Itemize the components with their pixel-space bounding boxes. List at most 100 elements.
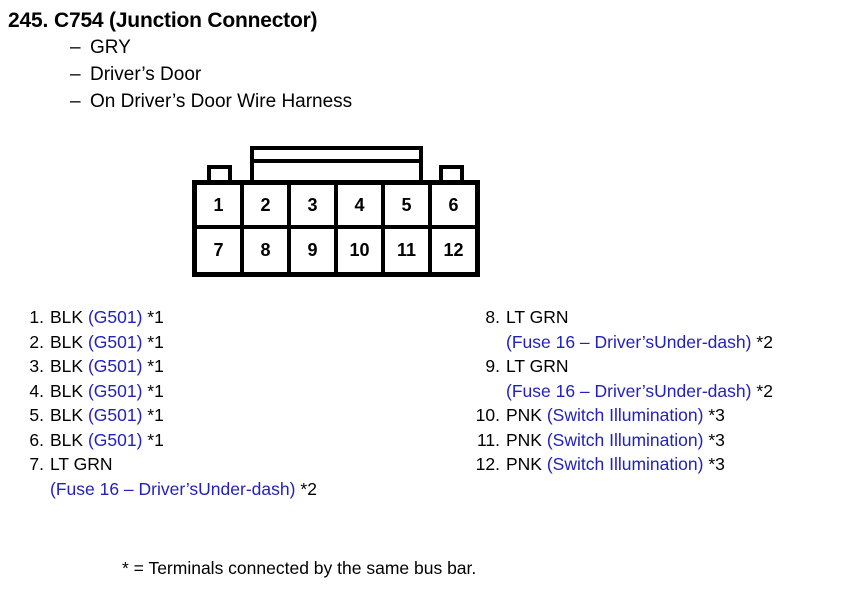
connector-latch-inner-line [254,159,419,163]
pin-cell-3: 3 [291,185,338,225]
pin-number: 4. [29,380,44,401]
pin-number: 5. [29,405,44,425]
pin-line-sub: (Fuse 16 – Driver’sUnder-dash)*2 [470,330,846,355]
wire-color: PNK [506,429,542,450]
pin-line-main: 6. BLK (G501) *1 [14,428,434,453]
pin-line-main: 7.LT GRN [14,452,434,477]
subline-text: On Driver’s Door Wire Harness [90,91,353,112]
pin-line-main: 2.BLK (G501) *1 [14,330,434,355]
wire-color: BLK [50,429,84,450]
footnote-mark: *3 [708,429,725,450]
footnote-text: * = Terminals connected by the same bus … [122,558,477,578]
footnote-mark: *3 [708,405,725,425]
circuit-ref: (Switch Illumination) [546,429,704,450]
footnote-mark: *2 [756,380,773,401]
pin-cell-6: 6 [448,194,459,215]
header-subline-color: –GRY [8,34,608,61]
wire-color: PNK [506,454,542,474]
circuit-ref: (G501) [87,331,143,352]
circuit-ref: (Fuse 16 – Driver’sUnder-dash) [506,331,752,352]
pin-number: 10. [475,405,500,425]
pin-number: 3. [29,356,44,376]
pin-cell-7: 7 [197,228,244,272]
connector-name: C754 (Junction Connector) [54,9,318,32]
circuit-ref: (G501) [87,307,143,327]
subline-text: GRY [90,37,131,58]
list-item: 1. BLK (G501) *1 [14,305,434,330]
wire-color: BLK [50,405,84,425]
wire-color: BLK [50,380,84,401]
footnote-mark: *2 [756,331,773,352]
header-subline-harness: –On Driver’s Door Wire Harness [8,88,608,115]
item-number: 245. [8,9,49,32]
pin-cell-2: 2 [244,185,291,225]
circuit-ref: (G501) [87,380,143,401]
list-item: 8. LT GRN (Fuse 16 – Driver’sUnder-dash)*… [470,305,846,354]
list-item: 11. PNK (Switch Illumination) *3 [470,428,846,453]
wire-color: BLK [50,331,84,352]
dash-glyph: – [70,91,81,112]
footnote-mark: *1 [147,356,164,376]
page-title: 245.C754 (Junction Connector) [8,8,608,34]
pin-line-main: 1. BLK (G501) *1 [14,305,434,330]
header-subline-location: –Driver’s Door [8,61,608,88]
pin-cell-11: 11 [385,228,432,272]
pin-number: 7. [29,454,44,474]
pin-number: 9. [485,356,500,376]
list-item: 9. LT GRN (Fuse 16 – Driver’sUnder-dash)*… [470,354,846,403]
footnote-mark: *1 [147,429,164,450]
subline-text: Driver’s Door [90,64,202,85]
pin-cell-9: 9 [291,228,338,272]
pin-number: 6. [29,429,44,450]
pin-cell-8: 8 [244,228,291,272]
list-item: 7.LT GRN (Fuse 16 – Driver’sUnder-dash)*… [14,452,434,501]
wire-color: LT GRN [506,307,569,327]
circuit-ref: (G501) [87,356,143,376]
pin-cell-12: 12 [443,240,464,261]
pin-cell-1: 1 [197,185,244,225]
dash-glyph: – [70,37,81,58]
list-item: 10.PNK (Switch Illumination) *3 [470,403,846,428]
list-item: 3. BLK (G501) *1 [14,354,434,379]
circuit-ref: (G501) [87,405,143,425]
pin-number: 1. [29,307,44,327]
list-item: 4. BLK (G501) *1 [14,379,434,404]
wire-color: BLK [50,307,84,327]
circuit-ref: (Switch Illumination) [546,405,704,425]
circuit-ref: (Switch Illumination) [546,454,704,474]
footnote-mark: *2 [300,478,317,499]
pin-cell-4: 4 [338,185,385,225]
pin-row-bottom: 7 8 9 10 11 12 [197,228,475,272]
list-item: 5. BLK (G501) *1 [14,403,434,428]
pin-number: 2. [29,331,44,352]
pin-line-main: 9. LT GRN [470,354,846,379]
circuit-ref: (Fuse 16 – Driver’sUnder-dash) [506,380,752,401]
pin-line-main: 3. BLK (G501) *1 [14,354,434,379]
pin-number: 11. [476,429,500,450]
pin-line-main: 8. LT GRN [470,305,846,330]
list-item: 6. BLK (G501) *1 [14,428,434,453]
connector-header: 245.C754 (Junction Connector) –GRY –Driv… [8,8,608,115]
pin-number: 12. [475,454,500,474]
pin-list-left: 1. BLK (G501) *1 2. BLK (G501) *1 3. BLK (G… [14,305,434,501]
list-item: 2.BLK (G501) *1 [14,330,434,355]
connector-notch-left [207,165,232,180]
wire-color: LT GRN [506,356,569,376]
pin-line-main: 10.PNK (Switch Illumination) *3 [470,403,846,428]
footnote-mark: *1 [147,307,164,327]
pin-line-main: 11. PNK (Switch Illumination) *3 [470,428,846,453]
footnote-mark: *3 [708,454,725,474]
connector-diagram: 1 2 3 4 5 6 7 8 9 10 11 12 [192,146,480,278]
pin-cell-5: 5 [385,185,432,225]
pin-number: 8. [485,307,500,327]
pin-line-sub: (Fuse 16 – Driver’sUnder-dash)*2 [14,477,434,502]
pin-line-main: 12. PNK (Switch Illumination) *3 [470,452,846,477]
wire-color: BLK [50,356,84,376]
footnote-mark: *1 [147,380,164,401]
circuit-ref: (G501) [87,429,143,450]
pin-cell-10: 10 [338,228,385,272]
connector-body: 1 2 3 4 5 6 7 8 9 10 11 12 [192,180,480,277]
pin-line-main: 5. BLK (G501) *1 [14,403,434,428]
footnote-mark: *1 [147,405,164,425]
pin-row-top: 1 2 3 4 5 6 [197,185,475,229]
